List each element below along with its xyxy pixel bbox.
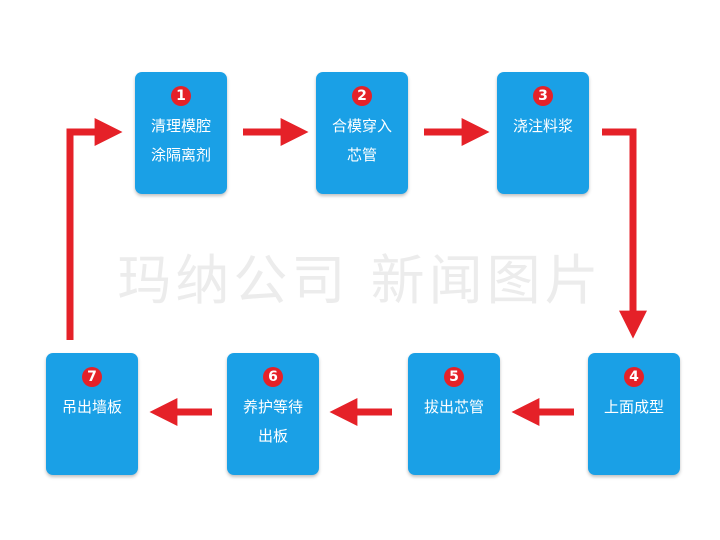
step-1-box: 1 清理模腔涂隔离剂 bbox=[135, 72, 227, 194]
step-label: 吊出墙板 bbox=[61, 398, 122, 416]
arrow-3-to-4 bbox=[602, 128, 647, 339]
step-label: 浇注料浆 bbox=[512, 117, 573, 135]
watermark-text: 玛纳公司 新闻图片 bbox=[117, 249, 603, 312]
step-5-box: 5 拔出芯管 bbox=[408, 353, 500, 475]
step-number-badge: 7 bbox=[82, 367, 102, 387]
step-label: 上面成型 bbox=[603, 398, 664, 416]
step-6-box: 6 养护等待出板 bbox=[227, 353, 319, 475]
step-number-badge: 2 bbox=[352, 86, 372, 106]
arrow-7-to-1 bbox=[66, 118, 123, 340]
step-label: 拔出芯管 bbox=[423, 398, 484, 416]
step-3-box: 3 浇注料浆 bbox=[497, 72, 589, 194]
step-number-badge: 4 bbox=[624, 367, 644, 387]
step-2-box: 2 合模穿入芯管 bbox=[316, 72, 408, 194]
step-label: 合模穿入芯管 bbox=[331, 117, 392, 164]
step-number-badge: 1 bbox=[171, 86, 191, 106]
step-label: 清理模腔涂隔离剂 bbox=[150, 117, 211, 164]
step-label: 养护等待出板 bbox=[242, 398, 303, 445]
step-number-badge: 6 bbox=[263, 367, 283, 387]
step-number-badge: 3 bbox=[533, 86, 553, 106]
step-4-box: 4 上面成型 bbox=[588, 353, 680, 475]
step-7-box: 7 吊出墙板 bbox=[46, 353, 138, 475]
step-number-badge: 5 bbox=[444, 367, 464, 387]
